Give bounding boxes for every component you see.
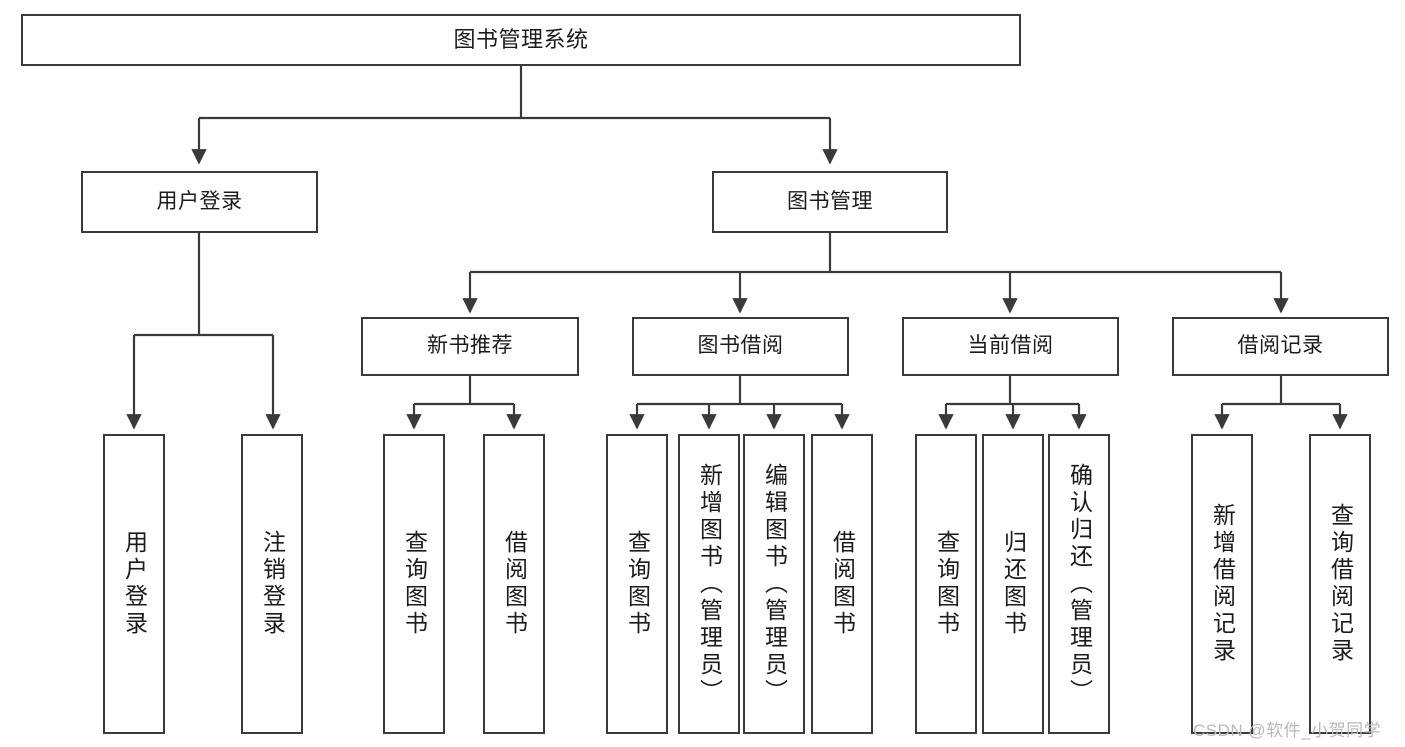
node-label: 查询图书 [401, 530, 428, 638]
leaf-record-query-record[interactable]: 查询借阅记录 [1309, 434, 1371, 734]
node-borrow-record[interactable]: 借阅记录 [1172, 317, 1389, 376]
node-label: 归还图书 [1000, 530, 1027, 638]
node-label: 当前借阅 [967, 334, 1054, 358]
node-book-management[interactable]: 图书管理 [712, 171, 948, 233]
leaf-record-add-record[interactable]: 新增借阅记录 [1191, 434, 1253, 734]
node-label: 图书借阅 [697, 334, 784, 358]
node-label: 新书推荐 [427, 334, 513, 358]
node-label: 借阅图书 [501, 530, 528, 638]
leaf-current-query-book[interactable]: 查询图书 [915, 434, 977, 734]
node-root-system[interactable]: 图书管理系统 [21, 14, 1021, 66]
node-label: 用户登录 [156, 189, 243, 213]
node-label: 借阅图书 [829, 530, 856, 638]
node-label: 查询图书 [933, 530, 960, 638]
leaf-user-login-logout[interactable]: 注销登录 [241, 434, 303, 734]
node-current-borrow[interactable]: 当前借阅 [902, 317, 1119, 376]
node-label: 新增借阅记录 [1209, 503, 1236, 665]
leaf-recommend-query-book[interactable]: 查询图书 [383, 434, 445, 734]
node-label: 图书管理系统 [453, 27, 589, 53]
leaf-current-return-book[interactable]: 归还图书 [982, 434, 1044, 734]
leaf-current-confirm-return-admin[interactable]: 确认归还（管理员） [1048, 434, 1110, 734]
leaf-borrow-add-book-admin[interactable]: 新增图书（管理员） [678, 434, 740, 734]
leaf-user-login-login[interactable]: 用户登录 [103, 434, 165, 734]
node-label: 注销登录 [259, 530, 286, 638]
node-label: 用户登录 [121, 530, 148, 638]
node-label: 借阅记录 [1237, 334, 1324, 358]
node-label: 图书管理 [787, 189, 873, 213]
leaf-borrow-edit-book-admin[interactable]: 编辑图书（管理员） [743, 434, 805, 734]
node-new-book-recommend[interactable]: 新书推荐 [361, 317, 579, 376]
node-label: 编辑图书（管理员） [761, 462, 788, 706]
leaf-borrow-query-book[interactable]: 查询图书 [606, 434, 668, 734]
leaf-recommend-borrow-book[interactable]: 借阅图书 [483, 434, 545, 734]
csdn-watermark: CSDN @软件_小贺同学 [1193, 721, 1382, 740]
node-label: 查询借阅记录 [1327, 503, 1354, 665]
node-book-borrow[interactable]: 图书借阅 [632, 317, 849, 376]
node-label: 新增图书（管理员） [696, 462, 723, 706]
node-user-login[interactable]: 用户登录 [81, 171, 318, 233]
node-label: 确认归还（管理员） [1066, 462, 1093, 706]
leaf-borrow-borrow-book[interactable]: 借阅图书 [811, 434, 873, 734]
node-label: 查询图书 [624, 530, 651, 638]
